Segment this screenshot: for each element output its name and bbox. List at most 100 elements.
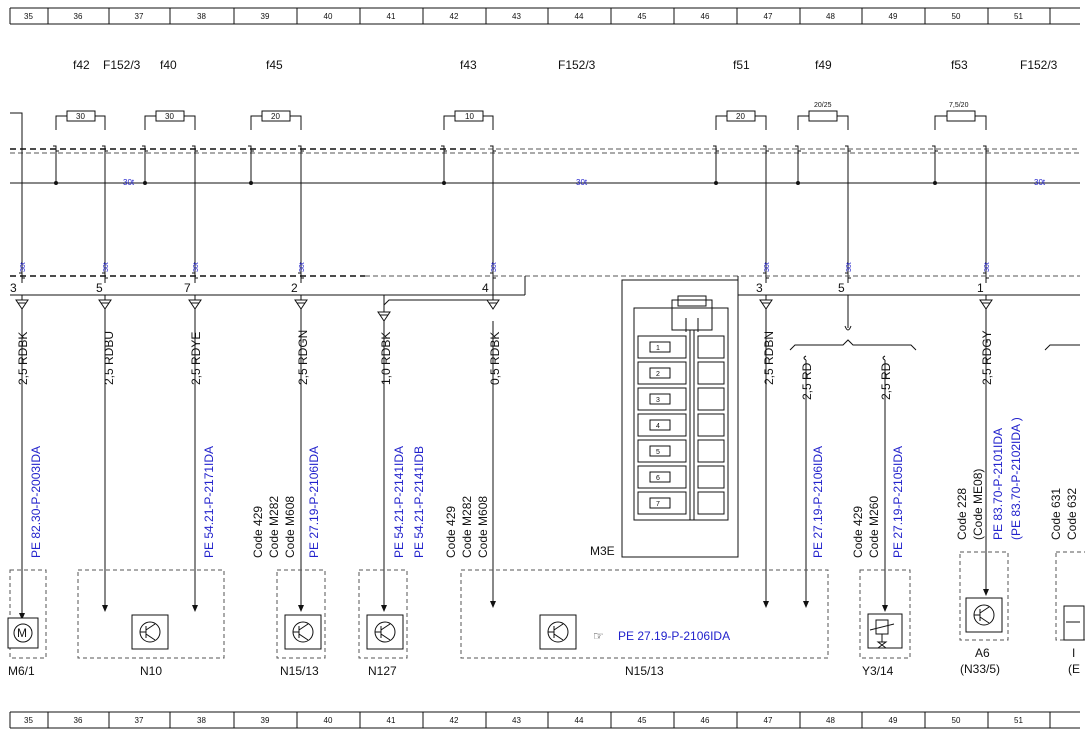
- transistor-icon: [131, 614, 169, 650]
- ref-n1513-box[interactable]: PE 27.19-P-2106IDA: [618, 629, 730, 643]
- code-429-c: Code 429: [851, 506, 865, 558]
- grid-number: 40: [324, 716, 333, 725]
- component-y3-14: Y3/14: [862, 664, 894, 678]
- bus-junction-dots: [54, 153, 937, 185]
- solenoid-icon: [867, 613, 903, 649]
- wire-label-n1513: 2,5 RDGN: [296, 330, 310, 385]
- grid-number: 35: [24, 12, 33, 21]
- connector-label-30t: 30t: [103, 262, 110, 272]
- ref-m6[interactable]: PE 82.30-P-2003IDA: [29, 446, 43, 558]
- m3e-pin-number: 1: [656, 345, 660, 352]
- grid-number: 49: [889, 12, 898, 21]
- code-m608-a: Code M608: [283, 496, 297, 558]
- fuse-f49: 20/25: [797, 102, 849, 130]
- ref-y3b[interactable]: PE 27.19-P-2105IDA: [891, 446, 905, 558]
- ref-pointer-icon: ☞: [593, 629, 604, 643]
- ref-n1513[interactable]: PE 27.19-P-2106IDA: [307, 446, 321, 558]
- component-n15-13: N15/13: [280, 664, 319, 678]
- fuse-label-f42: f42: [73, 58, 90, 72]
- ref-n10[interactable]: PE 54.21-P-2171IDA: [202, 446, 216, 558]
- right-bracket: [1044, 344, 1080, 351]
- code-429-b: Code 429: [444, 506, 458, 558]
- y3-box: [859, 569, 911, 659]
- transistor-icon: [539, 614, 577, 650]
- motor-icon: M: [7, 617, 39, 649]
- grid-number: 43: [512, 12, 521, 21]
- pin-number-5b: 5: [838, 281, 845, 295]
- code-429-a: Code 429: [251, 506, 265, 558]
- code-m608-b: Code M608: [476, 496, 490, 558]
- component-a6: A6: [975, 646, 990, 660]
- m3e-label: M3E: [590, 544, 615, 558]
- m3e-pin-number: 7: [656, 501, 660, 508]
- fuse-label-f40: f40: [160, 58, 177, 72]
- code-631: Code 631: [1049, 488, 1063, 540]
- fuse-f40: 30: [144, 110, 196, 130]
- fuse-connector-ticks: [53, 145, 989, 156]
- n1513b-box: [460, 569, 829, 659]
- transistor-icon: [965, 597, 1003, 633]
- pin-number-3: 3: [10, 281, 17, 295]
- connector-label-30t: 30t: [846, 262, 853, 272]
- fuse-f53: 7,5/20: [934, 102, 987, 130]
- component-n127: N127: [368, 664, 397, 678]
- grid-number: 50: [952, 12, 961, 21]
- grid-number: 36: [74, 716, 83, 725]
- grid-number: 51: [1014, 12, 1023, 21]
- fuse-rating-f53: 7,5/20: [949, 102, 969, 109]
- code-632: Code 632: [1065, 488, 1079, 540]
- ref-n127b[interactable]: PE 54.21-P-2141IDB: [412, 446, 426, 558]
- n1513-box: [276, 569, 326, 659]
- grid-number: 47: [764, 12, 773, 21]
- fuse-output-wires: [19, 124, 989, 283]
- grid-number: 44: [575, 12, 584, 21]
- grid-number: 39: [261, 716, 270, 725]
- component-m6-1: M6/1: [8, 664, 35, 678]
- edge-component-icon: [1063, 605, 1085, 641]
- wire-label-y3b: 2,5 RD: [879, 362, 893, 400]
- grid-number: 45: [638, 12, 647, 21]
- left-stub-wire: [10, 112, 23, 124]
- grid-number: 40: [324, 12, 333, 21]
- fuse-rating-f51: 20: [736, 112, 745, 121]
- grid-number: 41: [387, 716, 396, 725]
- grid-number: 51: [1014, 716, 1023, 725]
- fuse-label-f43: f43: [460, 58, 477, 72]
- m3e-pin-number: 4: [656, 423, 660, 430]
- wire-label-y3a: 2,5 RD: [800, 362, 814, 400]
- fuse-f43: 10: [443, 110, 494, 130]
- wire-label-n10b: 2,5 RDYE: [189, 332, 203, 385]
- fuse-f51: 20: [715, 110, 767, 130]
- wire-label-n1513b: 0,5 RDBK: [488, 332, 502, 385]
- ref-n127a[interactable]: PE 54.21-P-2141IDA: [392, 446, 406, 558]
- grid-number: 37: [135, 716, 144, 725]
- ref-a6b[interactable]: (PE 83.70-P-2102IDA ): [1009, 417, 1023, 540]
- grid-number: 44: [575, 716, 584, 725]
- ref-a6a[interactable]: PE 83.70-P-2101IDA: [991, 428, 1005, 540]
- fuse-f45: 20: [250, 110, 302, 130]
- code-228: Code 228: [955, 488, 969, 540]
- n10-box: [77, 569, 225, 659]
- connector-label-30t: 30t: [193, 262, 200, 272]
- component-edge: I: [1072, 646, 1075, 660]
- wire-label-a6: 2,5 RDGY: [980, 330, 994, 385]
- wire-label-n10a: 2,5 RDBU: [102, 331, 116, 385]
- fuse-rating-f49: 20/25: [814, 102, 832, 109]
- connector-label-30t: 30t: [20, 262, 27, 272]
- ref-y3a[interactable]: PE 27.19-P-2106IDA: [811, 446, 825, 558]
- grid-number: 48: [826, 12, 835, 21]
- wire-label-m3e: 2,5 RDBN: [762, 331, 776, 385]
- n127-branch-wire: [383, 283, 494, 312]
- grid-number: 37: [135, 12, 144, 21]
- grid-number: 49: [889, 716, 898, 725]
- transistor-icon: [284, 614, 322, 650]
- bus-label-3: 30t: [1034, 178, 1046, 187]
- pin-number-3b: 3: [756, 281, 763, 295]
- grid-number: 36: [74, 12, 83, 21]
- component-n15-13-b: N15/13: [625, 664, 664, 678]
- code-m282-a: Code M282: [267, 496, 281, 558]
- bus-label-1: 30t: [123, 178, 135, 187]
